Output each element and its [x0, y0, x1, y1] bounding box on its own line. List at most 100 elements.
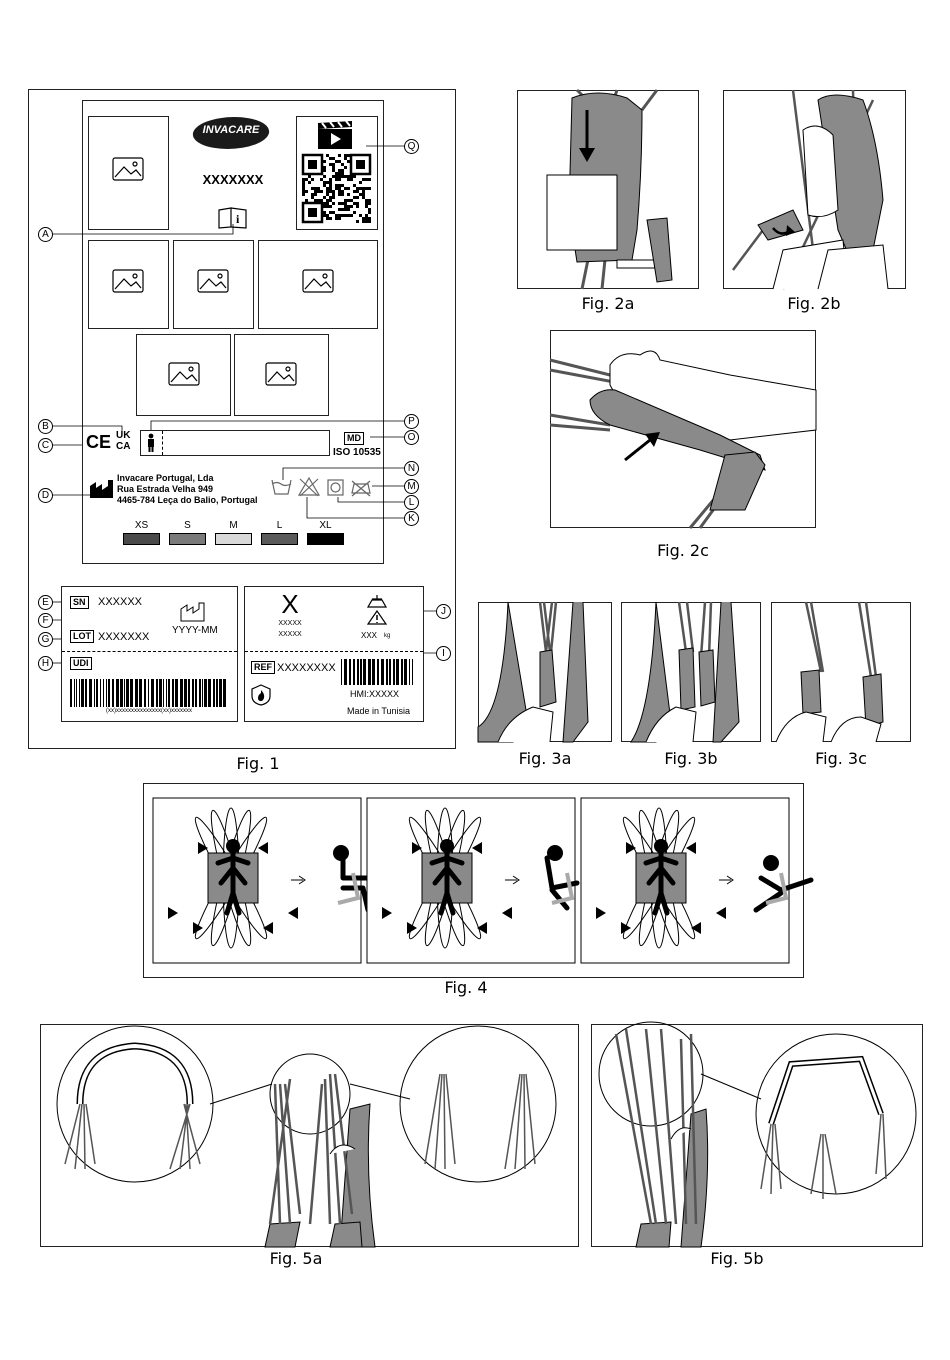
fig4-caption: Fig. 4	[444, 978, 488, 997]
size-swatch	[307, 533, 344, 545]
size-swatch	[123, 533, 160, 545]
udi-badge: UDI	[70, 657, 92, 670]
callout-c: C	[38, 438, 53, 453]
hmi-value: HMI:XXXXX	[350, 689, 400, 699]
udi-text: (xx)xxxxxxxxxxxxxxx(xx)xxxxxxx	[106, 708, 192, 714]
callout-a: A	[38, 227, 53, 242]
patient-id-field	[140, 430, 330, 456]
ref-badge: REF	[251, 661, 275, 674]
tumble-dry-icon	[327, 479, 344, 496]
fig2a-illustration	[546, 88, 673, 290]
callout-q: Q	[404, 139, 419, 154]
ce-mark: CE	[86, 432, 112, 452]
size-label: XL	[319, 520, 332, 531]
fig5b-caption: Fig. 5b	[710, 1249, 764, 1268]
made-in: Made in Tunisia	[347, 706, 411, 716]
field-divider	[162, 431, 163, 455]
image-placeholder	[258, 240, 378, 329]
max-load-value: XXX	[361, 631, 378, 640]
manufacturer-line1: Invacare Portugal, Lda	[117, 473, 214, 483]
fig2b-illustration	[732, 89, 889, 290]
callout-k: K	[404, 511, 419, 526]
fig4-panel	[366, 797, 580, 964]
callout-j: J	[436, 604, 451, 619]
size-label: XS	[134, 520, 149, 531]
size-swatch	[215, 533, 252, 545]
right-product-tag	[244, 586, 424, 722]
fig3a-caption: Fig. 3a	[518, 749, 572, 768]
product-code: XXXXXXX	[202, 172, 264, 187]
no-bleach-icon	[297, 476, 321, 497]
callout-f: F	[38, 613, 53, 628]
ref-value: XXXXXXXX	[277, 662, 336, 674]
callout-l: L	[404, 495, 419, 510]
size-label: S	[184, 520, 191, 531]
lot-value: XXXXXXX	[98, 631, 150, 643]
udi-barcode	[70, 679, 226, 707]
ukca-bottom: CA	[116, 441, 131, 452]
size-label: M	[229, 520, 238, 531]
fig3a-illustration	[477, 601, 589, 743]
video-icon	[318, 120, 352, 149]
manufacture-date: YYYY-MM	[172, 625, 218, 636]
size-line2: XXXXX	[278, 631, 302, 638]
size-label: L	[276, 520, 283, 531]
brand-logo-text: INVACARE	[202, 124, 260, 136]
image-placeholder	[88, 240, 169, 329]
max-load-unit: kg	[384, 633, 391, 639]
size-line1: XXXXX	[278, 620, 302, 627]
fig2a-caption: Fig. 2a	[581, 294, 635, 313]
callout-g: G	[38, 632, 53, 647]
size-swatch	[169, 533, 206, 545]
callout-b: B	[38, 419, 53, 434]
size-swatch	[261, 533, 298, 545]
fig1-caption: Fig. 1	[236, 754, 280, 773]
callout-d: D	[38, 488, 53, 503]
svg-text:i: i	[236, 212, 240, 226]
qr-code	[301, 153, 372, 224]
no-iron-icon	[351, 480, 371, 497]
size-letter: X	[281, 589, 299, 619]
manufacturer-line2: Rua Estrada Velha 949	[117, 484, 214, 494]
fig5a-caption: Fig. 5a	[269, 1249, 323, 1268]
callout-p: P	[404, 414, 419, 429]
lot-badge: LOT	[70, 630, 94, 643]
fig2b-caption: Fig. 2b	[787, 294, 841, 313]
image-placeholder	[234, 334, 329, 416]
person-icon	[148, 433, 154, 452]
fig5a-illustration	[56, 1025, 557, 1248]
manufacturer-icon	[90, 480, 113, 498]
fig3b-illustration	[630, 601, 740, 743]
fig4-illustration	[152, 797, 814, 964]
image-placeholder	[88, 116, 169, 230]
care-symbols	[271, 476, 371, 497]
fig4-panel	[152, 797, 371, 964]
tag-divider	[245, 651, 423, 652]
manufacture-date-icon	[180, 602, 205, 622]
fig3b-caption: Fig. 3b	[664, 749, 718, 768]
fig4-panel	[580, 797, 814, 964]
wash-icon	[271, 479, 292, 495]
callout-n: N	[404, 461, 419, 476]
fig5b-illustration	[598, 1021, 917, 1248]
ukca-top: UK	[116, 430, 131, 441]
tag-divider	[62, 651, 237, 652]
fig3c-caption: Fig. 3c	[815, 749, 867, 768]
sn-value: XXXXXX	[98, 596, 143, 608]
iso-standard: ISO 10535	[333, 447, 381, 458]
fig2c-caption: Fig. 2c	[657, 541, 709, 560]
flame-resistant-icon	[251, 684, 271, 706]
callout-e: E	[38, 595, 53, 610]
callout-m: M	[404, 479, 419, 494]
callout-i: I	[436, 646, 451, 661]
hmi-barcode	[341, 659, 413, 685]
manual-icon: i	[218, 207, 247, 229]
md-badge: MD	[344, 432, 364, 445]
max-load-icon	[366, 595, 388, 625]
callout-o: O	[404, 430, 419, 445]
manufacturer-line3: 4465-784 Leça do Balio, Portugal	[117, 495, 258, 505]
fig3c-illustration	[775, 601, 884, 743]
fig2c-illustration	[549, 350, 817, 529]
callout-h: H	[38, 656, 53, 671]
